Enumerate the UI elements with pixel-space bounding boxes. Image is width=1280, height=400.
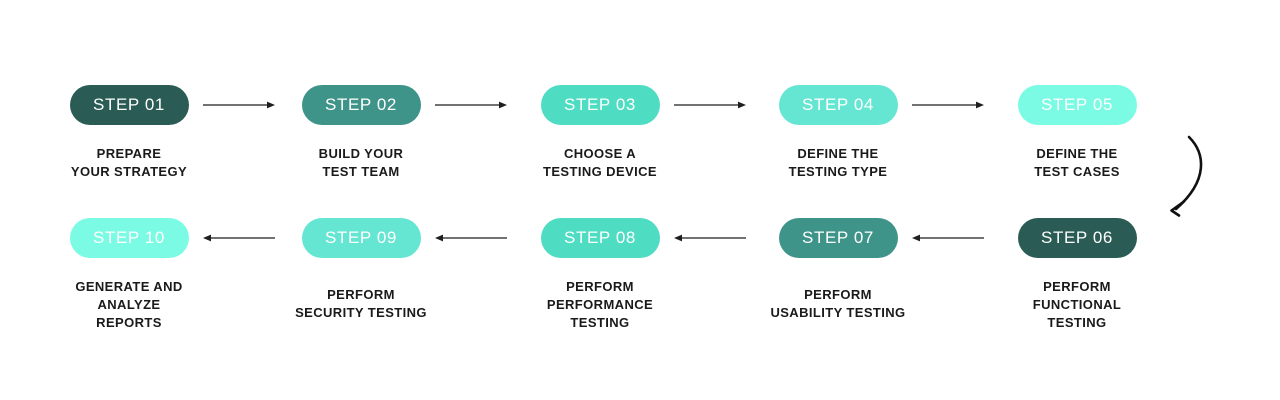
step-02-badge: STEP 02 (301, 85, 421, 125)
step-10: STEP 10 GENERATE AND ANALYZE REPORTS (39, 218, 219, 332)
step-02-label: BUILD YOUR TEST TEAM (318, 146, 404, 179)
step-07: STEP 07 PERFORM USABILITY TESTING (748, 218, 928, 322)
curved-arrow-step05-to-step06-icon (1170, 135, 1203, 217)
step-01-badge: STEP 01 (69, 85, 189, 125)
step-07-label: PERFORM USABILITY TESTING (770, 287, 906, 320)
step-10-badge: STEP 10 (69, 218, 189, 258)
step-06-label: PERFORM FUNCTIONAL TESTING (1032, 279, 1122, 330)
step-04-badge: STEP 04 (778, 85, 898, 125)
step-05: STEP 05 DEFINE THE TEST CASES (987, 85, 1167, 181)
step-06-badge: STEP 06 (1017, 218, 1137, 258)
step-03: STEP 03 CHOOSE A TESTING DEVICE (510, 85, 690, 181)
step-04: STEP 04 DEFINE THE TESTING TYPE (748, 85, 928, 181)
step-03-label: CHOOSE A TESTING DEVICE (543, 146, 657, 179)
step-05-badge: STEP 05 (1017, 85, 1137, 125)
step-06: STEP 06 PERFORM FUNCTIONAL TESTING (987, 218, 1167, 332)
step-08-label: PERFORM PERFORMANCE TESTING (546, 279, 654, 330)
step-09: STEP 09 PERFORM SECURITY TESTING (271, 218, 451, 322)
step-03-badge: STEP 03 (540, 85, 660, 125)
step-01-label: PREPARE YOUR STRATEGY (70, 146, 188, 179)
step-04-label: DEFINE THE TESTING TYPE (788, 146, 888, 179)
step-01: STEP 01 PREPARE YOUR STRATEGY (39, 85, 219, 181)
step-02: STEP 02 BUILD YOUR TEST TEAM (271, 85, 451, 181)
step-05-label: DEFINE THE TEST CASES (1034, 146, 1120, 179)
step-07-badge: STEP 07 (778, 218, 898, 258)
step-08: STEP 08 PERFORM PERFORMANCE TESTING (510, 218, 690, 332)
step-09-badge: STEP 09 (301, 218, 421, 258)
step-08-badge: STEP 08 (540, 218, 660, 258)
step-09-label: PERFORM SECURITY TESTING (295, 287, 427, 320)
step-10-label: GENERATE AND ANALYZE REPORTS (75, 279, 183, 330)
